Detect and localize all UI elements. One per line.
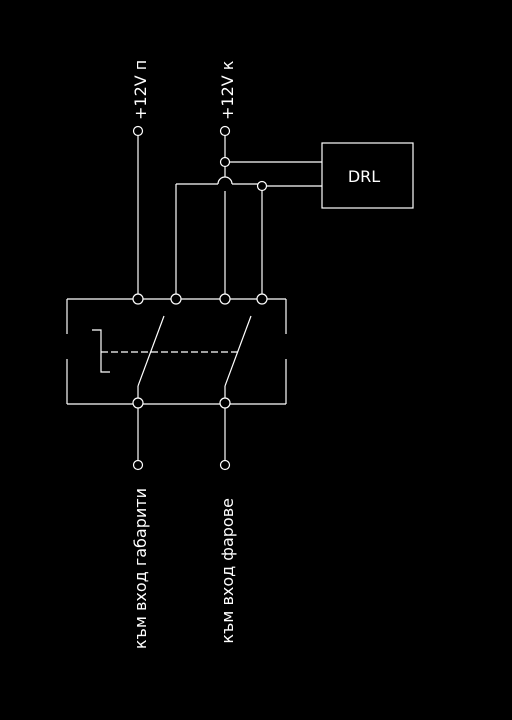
switch-terminal-top-2 (170, 293, 182, 305)
switch-terminal-bottom-1 (132, 397, 144, 409)
switch-blade-1-lever (137, 315, 165, 387)
terminal-supply-p (132, 125, 144, 137)
junction-drl-control (256, 180, 268, 192)
switch-terminal-bottom-2 (219, 397, 231, 409)
junction-drl-supply (219, 156, 231, 168)
switch-terminal-top-3 (219, 293, 231, 305)
label-out-farove: към вход фарове (218, 498, 237, 644)
switch-blade-2-lever (224, 315, 252, 387)
terminal-out-farove (219, 459, 231, 471)
switch-terminal-top-1 (132, 293, 144, 305)
label-supply-p: +12V п (131, 60, 150, 120)
terminal-out-gabariti (132, 459, 144, 471)
switch-terminal-top-4 (256, 293, 268, 305)
label-out-gabariti: към вход габарити (131, 488, 150, 649)
terminal-supply-k (219, 125, 231, 137)
drl-label: DRL (348, 167, 380, 186)
label-supply-k: +12V к (218, 60, 237, 120)
drl-box (321, 142, 414, 209)
wire-crossover-hop (217, 176, 233, 185)
switch-actuator (92, 329, 110, 373)
